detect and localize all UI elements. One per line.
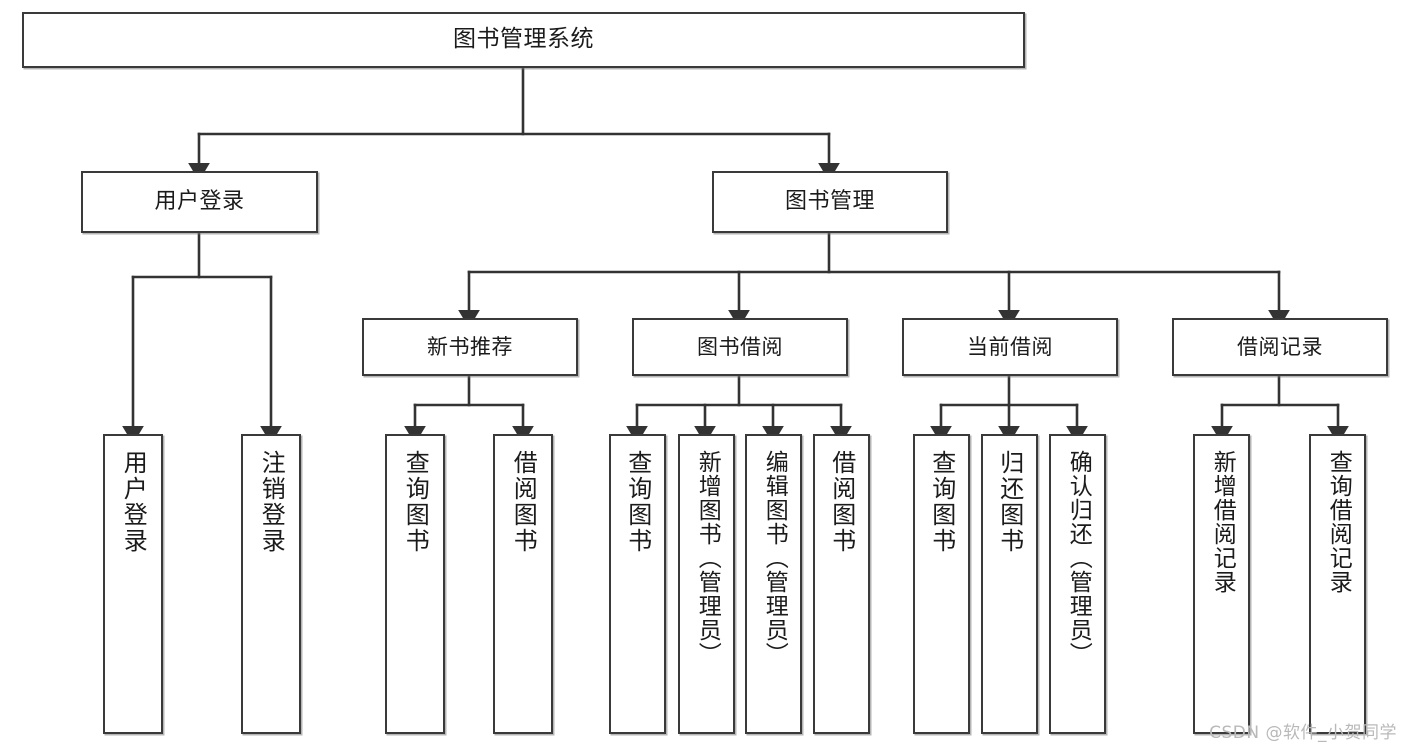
leaf-user-login[interactable]: 用户登录 xyxy=(103,434,163,734)
leaf-cb-confirm-return[interactable]: 确认归还（管理员） xyxy=(1049,434,1106,734)
leaf-cb-return-book[interactable]: 归还图书 xyxy=(981,434,1038,734)
node-label: 注销登录 xyxy=(257,450,286,554)
node-label: 编辑图书（管理员） xyxy=(761,450,788,666)
leaf-br-query-record[interactable]: 查询借阅记录 xyxy=(1309,434,1366,734)
node-label: 查询图书 xyxy=(623,450,652,554)
leaf-bb-borrow-book[interactable]: 借阅图书 xyxy=(813,434,870,734)
node-label: 当前借阅 xyxy=(967,334,1053,359)
node-label: 借阅记录 xyxy=(1237,334,1323,359)
leaf-rec-query-book[interactable]: 查询图书 xyxy=(385,434,445,734)
node-label: 图书管理 xyxy=(784,189,875,215)
node-label: 图书借阅 xyxy=(697,334,783,359)
node-label: 用户登录 xyxy=(119,450,148,554)
node-label: 归还图书 xyxy=(995,450,1024,554)
node-label: 新书推荐 xyxy=(427,334,513,359)
leaf-bb-query-book[interactable]: 查询图书 xyxy=(609,434,666,734)
node-label: 借阅图书 xyxy=(827,450,856,554)
leaf-rec-borrow-book[interactable]: 借阅图书 xyxy=(493,434,553,734)
node-label: 查询图书 xyxy=(401,450,430,554)
node-label: 图书管理系统 xyxy=(453,26,594,53)
leaf-user-logout[interactable]: 注销登录 xyxy=(241,434,301,734)
node-root-system[interactable]: 图书管理系统 xyxy=(22,12,1025,68)
node-new-book-recommendation[interactable]: 新书推荐 xyxy=(362,318,578,376)
node-label: 查询借阅记录 xyxy=(1325,450,1352,594)
node-label: 确认归还（管理员） xyxy=(1065,450,1092,666)
leaf-br-add-record[interactable]: 新增借阅记录 xyxy=(1193,434,1250,734)
node-user-login[interactable]: 用户登录 xyxy=(81,171,318,233)
leaf-bb-add-book[interactable]: 新增图书（管理员） xyxy=(678,434,735,734)
node-label: 借阅图书 xyxy=(509,450,538,554)
node-borrow-record[interactable]: 借阅记录 xyxy=(1172,318,1388,376)
node-label: 用户登录 xyxy=(154,189,245,215)
node-label: 新增借阅记录 xyxy=(1209,450,1236,594)
node-current-borrow[interactable]: 当前借阅 xyxy=(902,318,1118,376)
leaf-cb-query-book[interactable]: 查询图书 xyxy=(913,434,970,734)
node-book-borrow[interactable]: 图书借阅 xyxy=(632,318,848,376)
node-label: 新增图书（管理员） xyxy=(694,450,721,666)
csdn-watermark: CSDN @软件_小贺同学 xyxy=(1209,723,1397,743)
node-label: 查询图书 xyxy=(927,450,956,554)
leaf-bb-edit-book[interactable]: 编辑图书（管理员） xyxy=(745,434,802,734)
node-book-manage[interactable]: 图书管理 xyxy=(712,171,948,233)
